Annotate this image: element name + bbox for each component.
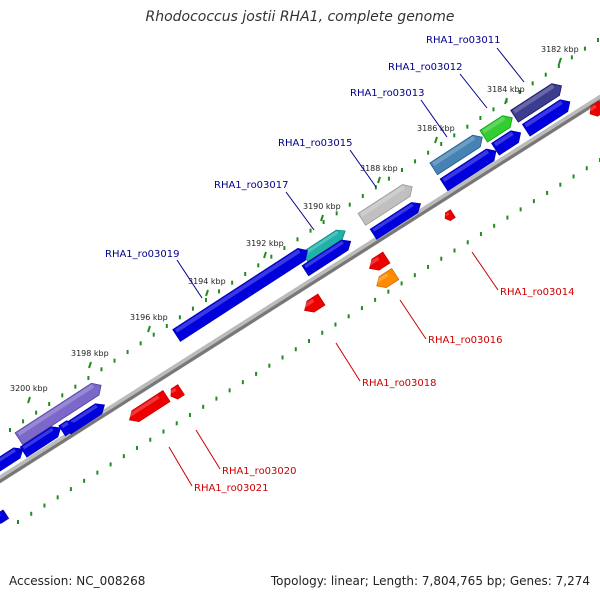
label-leader-line (195, 429, 221, 470)
gene-ro03018[interactable] (301, 293, 326, 316)
gene-forward[interactable] (439, 145, 500, 192)
gene-label-rha1-ro03013[interactable]: RHA1_ro03013 (350, 88, 425, 99)
tick-label: 3190 kbp (303, 202, 341, 211)
genome-stats-text: Topology: linear; Length: 7,804,765 bp; … (270, 574, 590, 588)
scale-ticks: 3182 kbp 3184 kbp 3186 kbp 3188 kbp 3190 kbp… (9, 38, 600, 524)
gene-label-rha1-ro03011[interactable]: RHA1_ro03011 (426, 35, 501, 46)
gene-ro03016[interactable] (373, 268, 400, 292)
tick-label: 3184 kbp (487, 85, 525, 94)
gene-ro03017[interactable] (301, 226, 348, 263)
tick-label: 3194 kbp (188, 277, 226, 286)
gene-label-rha1-ro03014[interactable]: RHA1_ro03014 (500, 287, 575, 298)
tick-label: 3196 kbp (130, 313, 168, 322)
gene-forward[interactable] (369, 199, 424, 240)
accession-text: Accession: NC_008268 (9, 574, 146, 588)
tick-label: 3200 kbp (10, 384, 48, 393)
gene-label-rha1-ro03018[interactable]: RHA1_ro03018 (362, 378, 437, 389)
gene-forward[interactable] (491, 127, 525, 156)
gene-reverse[interactable] (0, 509, 10, 526)
label-leader-line (496, 47, 525, 83)
label-leader-line (176, 259, 203, 299)
label-leader-line (420, 99, 448, 138)
gene-label-rha1-ro03017[interactable]: RHA1_ro03017 (214, 180, 289, 191)
gene-ro03019[interactable] (14, 379, 105, 446)
tick-label: 3188 kbp (360, 164, 398, 173)
gene-forward[interactable] (301, 236, 354, 277)
tick-label: 3186 kbp (417, 124, 455, 133)
gene-ro03021[interactable] (168, 384, 185, 402)
gene-forward[interactable] (172, 245, 311, 342)
gene-forward[interactable] (58, 418, 77, 437)
gene-ro03013[interactable] (429, 131, 486, 176)
label-leader-line (335, 342, 361, 382)
tick-label: 3182 kbp (541, 45, 579, 54)
gene-label-rha1-ro03020[interactable]: RHA1_ro03020 (222, 466, 297, 477)
gene-ro03012[interactable] (479, 112, 516, 143)
gene-label-rha1-ro03016[interactable]: RHA1_ro03016 (428, 335, 503, 346)
gene-forward[interactable] (521, 96, 573, 137)
label-leader-line (399, 299, 427, 340)
gene-reverse[interactable] (366, 251, 391, 274)
gene-label-rha1-ro03021[interactable]: RHA1_ro03021 (194, 483, 269, 494)
genome-title: Rhodococcus jostii RHA1, complete genome (145, 9, 455, 25)
gene-label-rha1-ro03012[interactable]: RHA1_ro03012 (388, 62, 463, 73)
gene-label-rha1-ro03019[interactable]: RHA1_ro03019 (105, 249, 180, 260)
label-leaders (168, 47, 525, 487)
label-leader-line (168, 446, 193, 487)
genome-backbone (0, 94, 600, 484)
gene-forward[interactable] (19, 423, 63, 458)
gene-ro03011[interactable] (510, 80, 566, 123)
gene-features (0, 80, 600, 526)
gene-ro03015[interactable] (357, 181, 416, 226)
tick-label: 3192 kbp (246, 239, 284, 248)
label-leader-line (349, 149, 377, 188)
gene-ro03020[interactable] (126, 390, 171, 426)
label-leader-line (471, 251, 499, 291)
gene-reverse[interactable] (587, 100, 600, 119)
tick-label: 3198 kbp (71, 349, 109, 358)
label-leader-line (459, 73, 488, 109)
label-leader-line (285, 191, 315, 231)
gene-label-rha1-ro03015[interactable]: RHA1_ro03015 (278, 138, 353, 149)
gene-forward[interactable] (0, 444, 26, 477)
gene-ro03014[interactable] (443, 209, 456, 222)
gene-labels: RHA1_ro03011RHA1_ro03012RHA1_ro03013RHA1… (105, 35, 575, 494)
